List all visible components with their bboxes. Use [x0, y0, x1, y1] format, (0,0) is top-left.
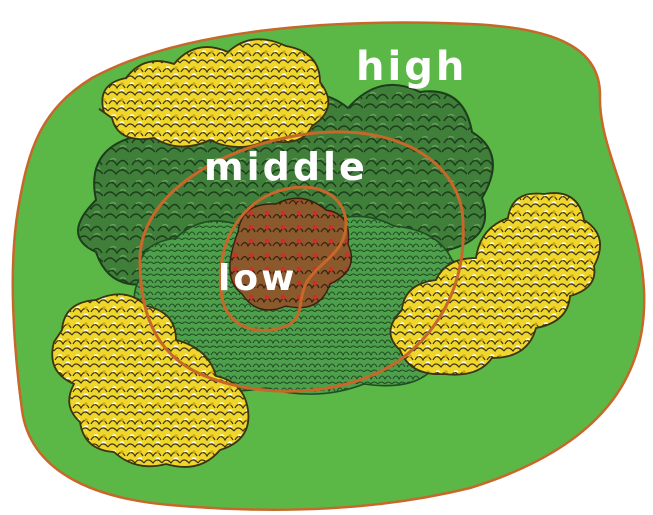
high-zone-label: high	[356, 44, 467, 90]
middle-zone-label: middle	[204, 145, 368, 189]
yellow-tree-cluster-top	[100, 39, 329, 147]
low-zone-label: low	[218, 258, 297, 299]
